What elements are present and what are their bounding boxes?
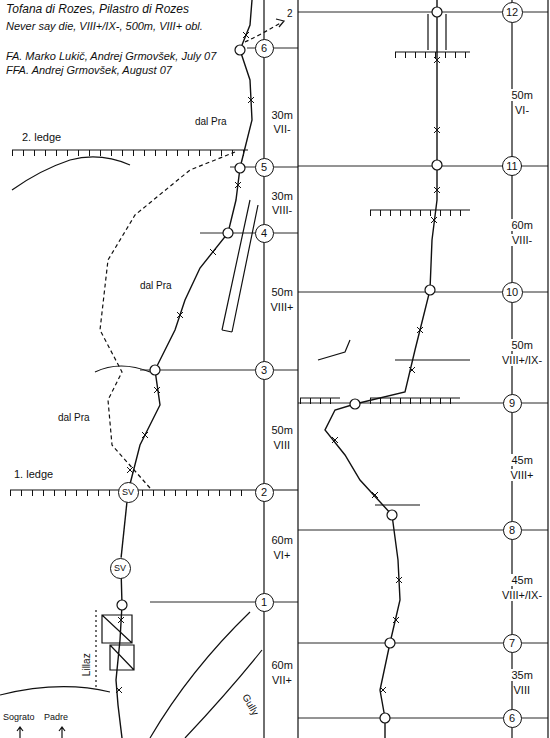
scale-line bbox=[264, 0, 548, 738]
pitch-grade: VIII+/IX- bbox=[501, 354, 543, 367]
feature-name: Gully bbox=[239, 692, 260, 717]
route-line bbox=[121, 502, 127, 557]
pitch-number: 12 bbox=[502, 2, 523, 23]
pitch-number-text: 9 bbox=[509, 398, 515, 409]
pitch-grade: VI- bbox=[514, 104, 530, 117]
ledge-name: 1. ledge bbox=[14, 468, 53, 481]
pitch-number: 9 bbox=[503, 394, 522, 413]
pitch-number: SV bbox=[118, 482, 139, 503]
approach-sketch bbox=[0, 687, 110, 738]
belay-ring bbox=[235, 163, 245, 173]
pitch-grade: 50m bbox=[271, 286, 294, 299]
pitch-grade: VIII bbox=[513, 684, 532, 697]
first-ascent: FA. Marko Lukič, Andrej Grmovšek, July 0… bbox=[6, 50, 216, 63]
variant-name: dal Pra bbox=[195, 116, 227, 128]
pitch-grade: VI+ bbox=[273, 549, 292, 562]
pitch-grade: 45m bbox=[511, 454, 534, 467]
pitch-number: SV bbox=[110, 558, 131, 579]
variant-line bbox=[100, 152, 235, 488]
dotted-line bbox=[95, 610, 96, 690]
pitch-line bbox=[140, 12, 548, 718]
pitch-number-text: 6 bbox=[261, 43, 267, 54]
pitch-number: 10 bbox=[502, 282, 523, 303]
pitch-ref: 2 bbox=[287, 8, 293, 20]
pitch-grade: 30m bbox=[271, 109, 294, 122]
ledge-line bbox=[300, 52, 470, 398]
pitch-number: 8 bbox=[503, 521, 522, 540]
belay-ring bbox=[117, 600, 127, 610]
pitch-number-text: SV bbox=[122, 488, 134, 497]
route-line bbox=[325, 0, 437, 738]
pitch-number: 3 bbox=[255, 361, 274, 380]
pitch-number: 5 bbox=[255, 158, 274, 177]
pitch-number-text: 8 bbox=[509, 525, 515, 536]
pitch-grade: VIII- bbox=[271, 204, 293, 217]
arrow-head bbox=[276, 19, 284, 27]
pitch-grade: 30m bbox=[271, 190, 294, 203]
rock-feature bbox=[12, 157, 258, 372]
belay-ring bbox=[117, 7, 442, 723]
pitch-number: 7 bbox=[503, 634, 522, 653]
pitch-grade: VIII+/IX- bbox=[501, 589, 543, 602]
pitch-number: 1 bbox=[255, 593, 274, 612]
belay-ring bbox=[380, 713, 390, 723]
topo-title: Tofana di Rozes, Pilastro di Rozes bbox=[6, 3, 189, 17]
pitch-number-text: SV bbox=[114, 564, 126, 573]
pitch-grade: 60m bbox=[271, 534, 294, 547]
belay-ring bbox=[387, 510, 397, 520]
pitch-number-text: 1 bbox=[261, 597, 267, 608]
pitch-grade: 60m bbox=[511, 219, 534, 232]
pitch-number: 6 bbox=[255, 39, 274, 58]
ledge-hatch bbox=[12, 150, 248, 156]
belay-ring bbox=[425, 285, 435, 295]
ledge-line bbox=[12, 149, 248, 150]
pitch-number: 6 bbox=[503, 709, 522, 728]
pitch-number-text: 4 bbox=[261, 228, 267, 239]
pitch-number-text: 6 bbox=[509, 713, 515, 724]
rock-feature bbox=[318, 14, 470, 505]
pitch-grade: VII+ bbox=[271, 674, 293, 687]
ledge-name: 2. ledge bbox=[22, 131, 61, 144]
belay-ring bbox=[150, 365, 160, 375]
pitch-grade: VIII bbox=[273, 439, 292, 452]
pitch-grade: VII- bbox=[273, 123, 292, 136]
pitch-grade: 50m bbox=[511, 89, 534, 102]
pitch-number-text: 12 bbox=[506, 7, 518, 18]
pitch-number-text: 11 bbox=[506, 161, 517, 172]
pitch-grade: VIII+ bbox=[270, 301, 295, 314]
belay-ring bbox=[350, 399, 360, 409]
pitch-grade: 45m bbox=[511, 574, 534, 587]
belay-ring bbox=[385, 638, 395, 648]
belay-ring bbox=[432, 7, 442, 17]
pitch-number: 2 bbox=[255, 483, 274, 502]
pitch-number-text: 3 bbox=[261, 365, 267, 376]
pitch-number-text: 10 bbox=[506, 287, 518, 298]
gully-outline bbox=[150, 612, 262, 738]
route-name: Lillaz bbox=[80, 653, 92, 676]
pitch-grade: 50m bbox=[511, 339, 534, 352]
pitch-grade: VIII- bbox=[511, 234, 533, 247]
ledge-hatch bbox=[300, 55, 470, 401]
pitch-number-text: 7 bbox=[509, 638, 515, 649]
route-name: Never say die, VIII+/IX-, 500m, VIII+ ob… bbox=[6, 20, 203, 33]
first-ascent: FFA. Andrej Grmovšek, August 07 bbox=[6, 64, 172, 77]
pitch-grade: VIII+ bbox=[510, 469, 535, 482]
pitch-number: 11 bbox=[502, 156, 522, 176]
route-name: Sograto bbox=[3, 712, 35, 722]
belay-ring bbox=[223, 228, 233, 238]
route-name: Padre bbox=[44, 712, 68, 722]
pitch-number: 4 bbox=[255, 224, 274, 243]
bolt-mark bbox=[116, 32, 440, 693]
pitch-number-text: 2 bbox=[261, 487, 267, 498]
pitch-grade: 35m bbox=[511, 669, 534, 682]
belay-structure bbox=[102, 615, 134, 670]
variant-name: dal Pra bbox=[58, 412, 90, 424]
pitch-grade: 50m bbox=[271, 424, 294, 437]
pitch-number-text: 5 bbox=[261, 162, 267, 173]
variant-name: dal Pra bbox=[140, 280, 172, 292]
pitch-grade: 60m bbox=[271, 659, 294, 672]
belay-ring bbox=[432, 160, 442, 170]
belay-ring bbox=[235, 45, 245, 55]
